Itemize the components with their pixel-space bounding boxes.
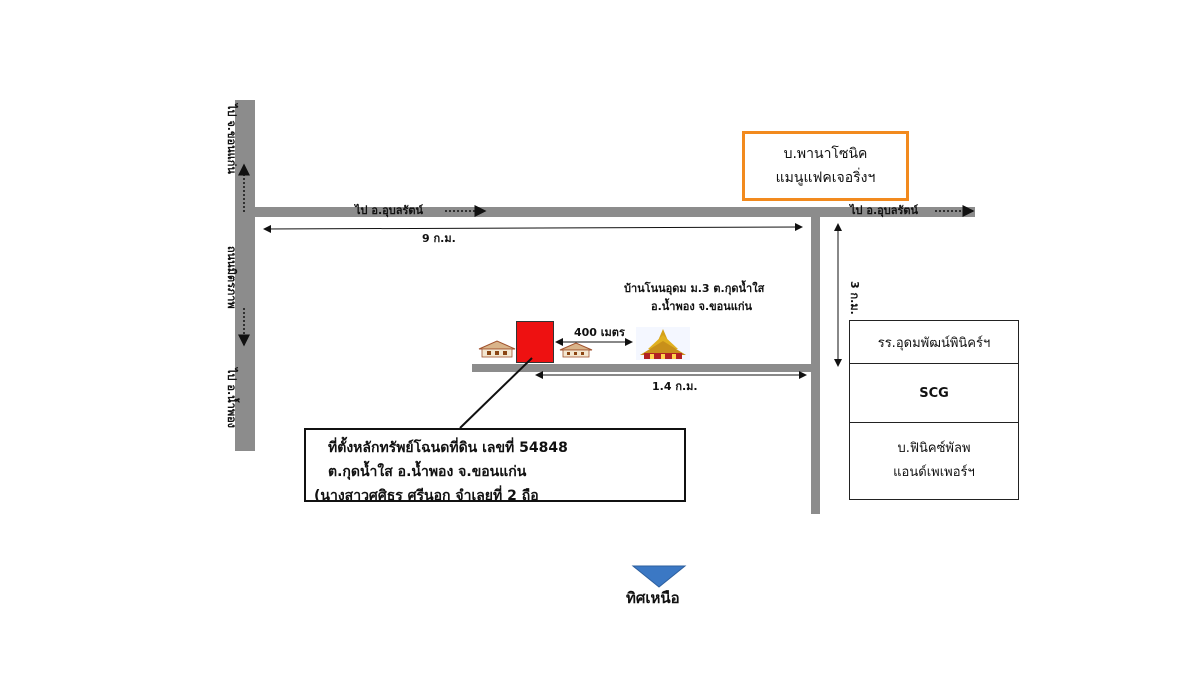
phoenix-block: บ.ฟินิคซ์พัลพ แอนด์เพเพอร์ฯ [850, 423, 1018, 499]
info-line2: ต.กุดน้ำใส อ.น้ำพอง จ.ขอนแก่น [328, 464, 527, 480]
village-line2: อ.น้ำพอง จ.ขอนแก่น [651, 300, 753, 313]
phoenix-line2: แอนด์เพเพอร์ฯ [893, 465, 975, 480]
pointer-line [459, 357, 533, 429]
school-label: รร.อุดมพัฒน์พินิคร์ฯ [877, 335, 991, 351]
panasonic-line2: แมนูแฟคเจอริ่งฯ [775, 170, 876, 186]
distance-9km-label: 9 ก.ม. [422, 232, 456, 245]
phoenix-line1: บ.ฟินิคซ์พัลพ [897, 441, 971, 456]
to-ubonrat-right-label: ไป อ.อุบลรัตน์ [850, 204, 919, 217]
temple-icon [636, 327, 690, 360]
property-plot [516, 321, 554, 363]
right-blocks: รร.อุดมพัฒน์พินิคร์ฯ SCG บ.ฟินิคซ์พัลพ แ… [849, 320, 1019, 500]
north-label: ทิศเหนือ [626, 589, 680, 607]
north-arrow-icon [631, 565, 687, 588]
info-line3: (นางสาวศศิธร ศรีนอก จำเลยที่ 2 ถือ [314, 488, 539, 504]
village-line1: บ้านโนนอุดม ม.3 ต.กุดน้ำใส [624, 282, 765, 295]
road-village [472, 364, 812, 372]
road-vertical-right [811, 214, 820, 514]
road-highway-left [235, 100, 255, 451]
panasonic-box: บ.พานาโซนิค แมนูแฟคเจอริ่งฯ [742, 131, 909, 201]
house-icon-right [559, 342, 593, 358]
scg-block: SCG [850, 365, 1018, 423]
to-ubonrat-top-label: ไป อ.อุบลรัตน์ [355, 204, 424, 217]
distance-1-4km-label: 1.4 ก.ม. [652, 380, 698, 393]
distance-arrow-9km [263, 223, 803, 233]
distance-400m-label: 400 เมตร [574, 326, 625, 339]
school-block: รร.อุดมพัฒน์พินิคร์ฯ [850, 321, 1018, 364]
panasonic-line1: บ.พานาโซนิค [783, 146, 868, 162]
house-icon-left [478, 340, 516, 358]
property-info-box: ที่ตั้งหลักทรัพย์โฉนดที่ดิน เลขที่ 54848… [304, 428, 686, 504]
road-top [250, 207, 975, 217]
info-line1: ที่ตั้งหลักทรัพย์โฉนดที่ดิน เลขที่ 54848 [328, 440, 568, 456]
scg-label: SCG [919, 385, 949, 401]
